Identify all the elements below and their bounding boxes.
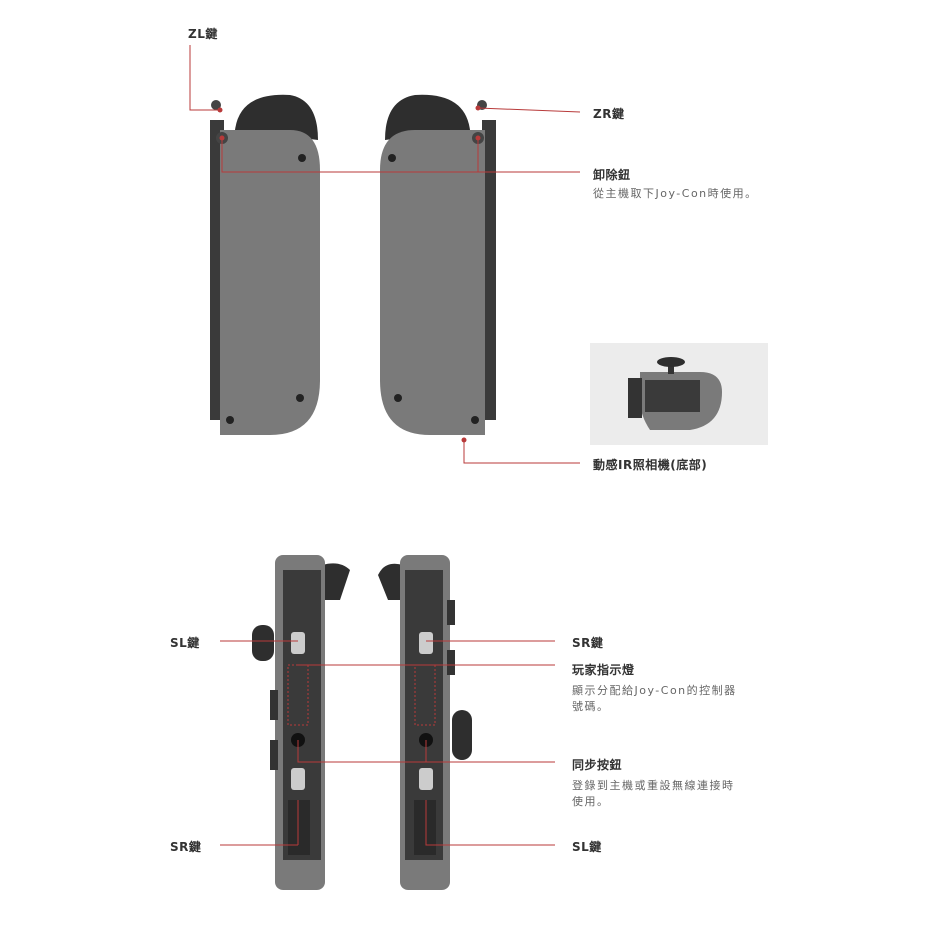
sl-right-label: SL鍵 xyxy=(572,840,602,854)
ir-camera-label: 動感IR照相機(底部) xyxy=(593,458,708,472)
release-button-desc: 從主機取下Joy-Con時使用。 xyxy=(593,187,758,200)
ir-camera-inset-image xyxy=(590,343,768,445)
player-lights-desc-2: 號碼。 xyxy=(572,700,610,713)
player-lights-label: 玩家指示燈 xyxy=(572,663,635,677)
zl-button-label: ZL鍵 xyxy=(188,27,218,41)
left-joycon-back xyxy=(210,94,320,435)
sync-button-label: 同步按鈕 xyxy=(572,758,623,772)
left-joycon-side xyxy=(252,555,350,890)
zr-button-label: ZR鍵 xyxy=(593,107,625,121)
sync-button-desc-1: 登錄到主機或重設無線連接時 xyxy=(572,779,735,792)
leader-lines xyxy=(189,45,581,846)
release-button-label: 卸除鈕 xyxy=(593,168,631,182)
sr-left-label: SR鍵 xyxy=(170,840,202,854)
right-joycon-side xyxy=(378,555,472,890)
sync-button-desc-2: 使用。 xyxy=(572,795,610,808)
sl-left-label: SL鍵 xyxy=(170,636,200,650)
sr-right-label: SR鍵 xyxy=(572,636,604,650)
right-joycon-back xyxy=(380,94,496,435)
player-lights-desc-1: 顯示分配給Joy-Con的控制器 xyxy=(572,684,737,697)
